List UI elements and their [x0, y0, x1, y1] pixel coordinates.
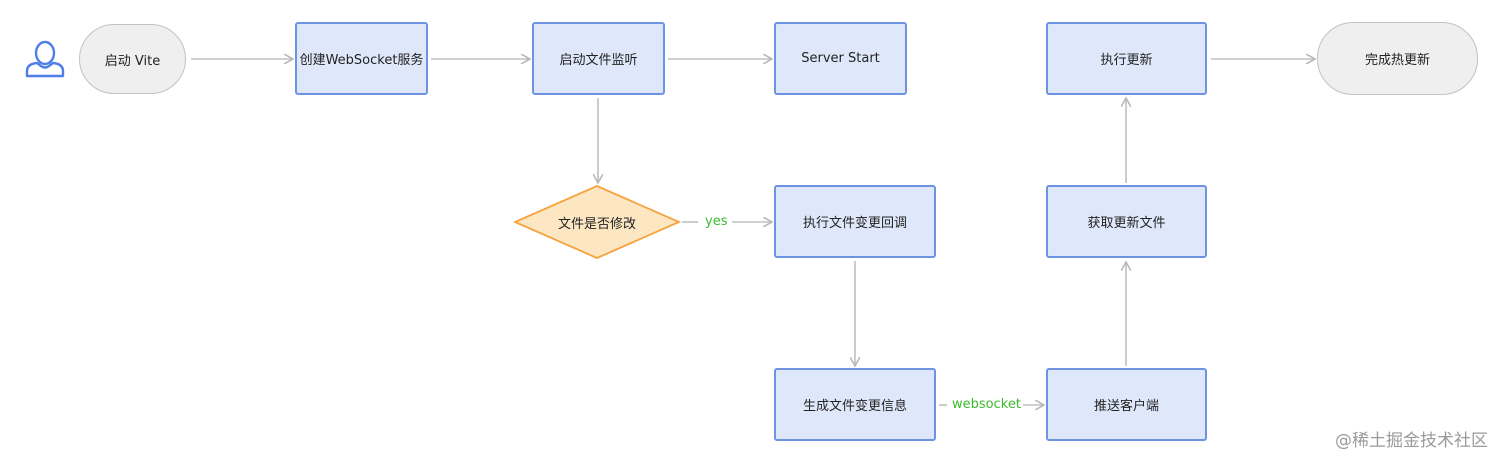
exec-callback-node: 执行文件变更回调 [774, 185, 936, 258]
edge-label-websocket: websocket [950, 397, 1023, 412]
file-changed-node: 文件是否修改 [515, 186, 679, 258]
exec-update-node: 执行更新 [1046, 22, 1207, 95]
server-start-label: Server Start [801, 51, 880, 66]
exec-update-label: 执行更新 [1100, 53, 1153, 68]
start-watch-label: 启动文件监听 [559, 53, 638, 68]
create-websocket-node: 创建WebSocket服务 [295, 22, 428, 95]
start-vite-label: 启动 Vite [104, 53, 161, 69]
server-start-node: Server Start [774, 22, 907, 95]
watermark: @稀土掘金技术社区 [1335, 431, 1488, 451]
hmr-done-label: 完成热更新 [1364, 53, 1430, 68]
decision-diamond [512, 185, 682, 259]
fetch-files-node: 获取更新文件 [1046, 185, 1207, 258]
start-vite-node: 启动 Vite [79, 24, 186, 94]
gen-info-node: 生成文件变更信息 [774, 368, 936, 441]
edge-label-yes: yes [703, 214, 730, 229]
hmr-done-node: 完成热更新 [1317, 22, 1478, 95]
exec-callback-label: 执行文件变更回调 [802, 216, 907, 231]
gen-info-label: 生成文件变更信息 [802, 399, 907, 414]
push-client-label: 推送客户端 [1093, 399, 1159, 414]
file-changed-label: 文件是否修改 [557, 216, 636, 232]
push-client-node: 推送客户端 [1046, 368, 1207, 441]
fetch-files-label: 获取更新文件 [1087, 216, 1166, 231]
user-icon [25, 40, 65, 78]
start-watch-node: 启动文件监听 [532, 22, 665, 95]
create-websocket-label: 创建WebSocket服务 [299, 53, 424, 68]
